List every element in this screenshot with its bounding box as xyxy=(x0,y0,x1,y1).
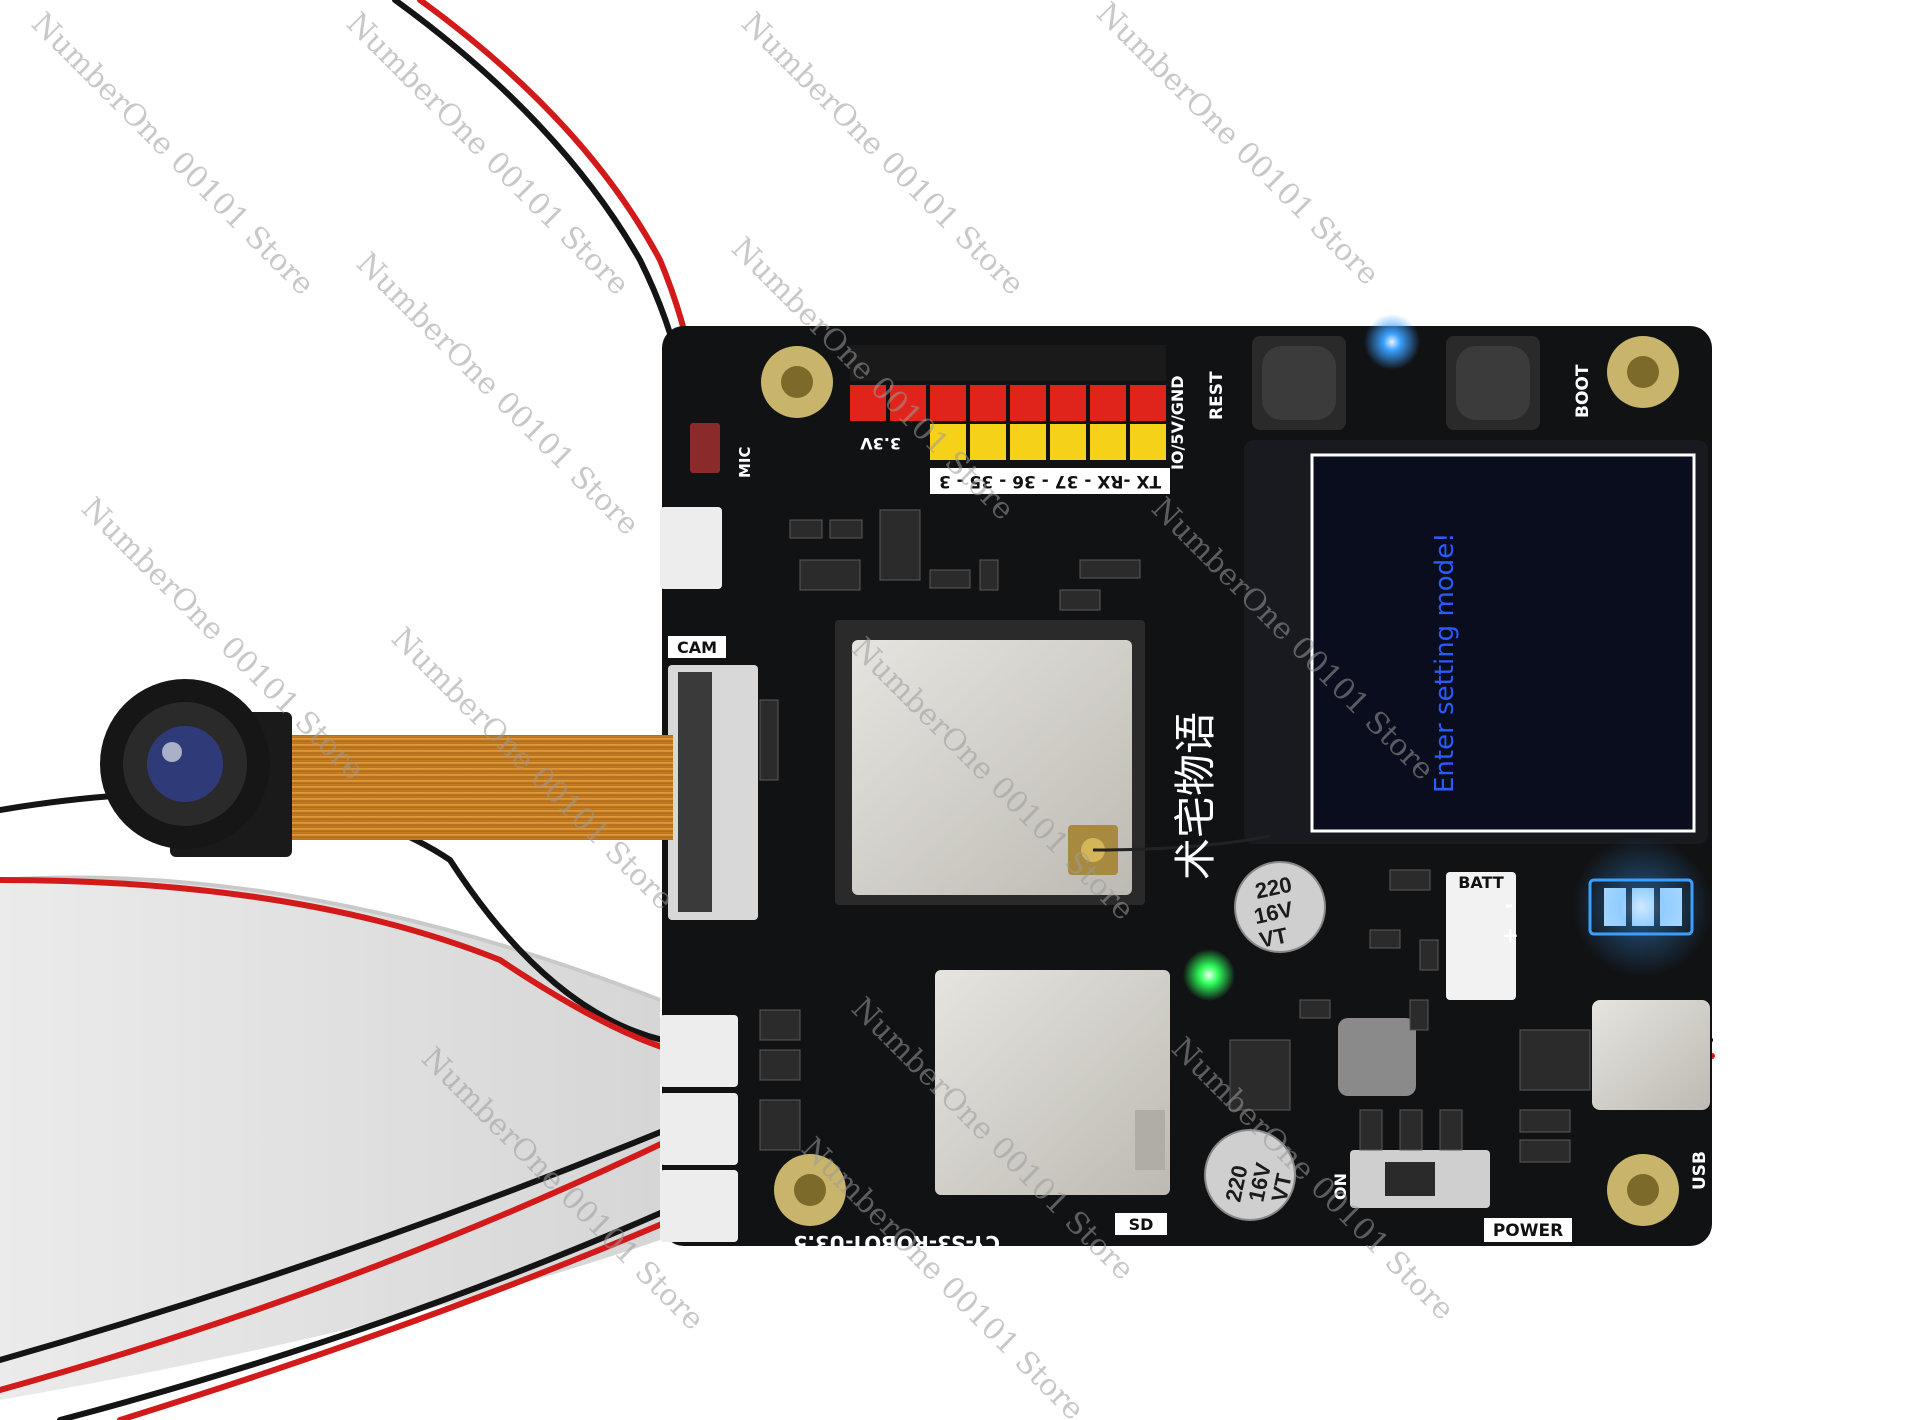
smd-part xyxy=(829,519,863,539)
header-pin-yellow xyxy=(1010,424,1046,460)
battery-indicator xyxy=(1572,837,1712,977)
smd-part xyxy=(1229,1039,1291,1111)
label-cam: CAM xyxy=(677,638,717,657)
label-batt: BATT xyxy=(1458,873,1504,892)
microphone xyxy=(690,423,720,473)
smd-part xyxy=(879,509,921,581)
header-pin-yellow xyxy=(1050,424,1086,460)
label-3v3: 3.3V xyxy=(860,434,901,453)
header-pin-red xyxy=(930,385,966,421)
pin-label-plate xyxy=(930,468,1170,494)
camera-flex-cable xyxy=(288,735,673,840)
smd-part xyxy=(1059,589,1101,611)
svg-text:VT: VT xyxy=(1257,922,1290,952)
smd-components xyxy=(759,509,1591,1163)
smd-part xyxy=(1359,1109,1383,1151)
lcd-message: Enter setting mode! xyxy=(1430,532,1460,793)
label-pins: TX -RX - 37 - 36 - 35 - 3 xyxy=(939,471,1161,491)
inductor xyxy=(1338,1018,1416,1096)
smd-part xyxy=(1439,1109,1463,1151)
header-pin-red xyxy=(890,385,926,421)
capacitor-top: 220 16V VT xyxy=(1234,861,1326,953)
header-pin-red xyxy=(1050,385,1086,421)
smd-part xyxy=(759,1049,801,1081)
label-mic: MIC xyxy=(736,446,754,478)
label-usb: USB xyxy=(1690,1151,1710,1190)
smd-part xyxy=(759,699,779,781)
lcd-display: Enter setting mode! xyxy=(1244,440,1708,844)
smd-part xyxy=(1079,559,1141,579)
svg-text:-: - xyxy=(1505,893,1513,917)
antenna-cable xyxy=(1092,834,1271,852)
smd-part xyxy=(799,559,861,591)
speaker-film xyxy=(0,877,660,1400)
camera-module xyxy=(100,679,292,857)
pin-header-top xyxy=(850,345,1166,381)
speaker-connectors xyxy=(660,507,738,1242)
boot-button xyxy=(1446,336,1540,430)
smd-part xyxy=(1369,929,1401,949)
pin-header-yellow xyxy=(930,424,1166,460)
smd-part xyxy=(1389,869,1431,891)
brand-chinese: 术宅物语 xyxy=(1171,712,1220,880)
sd-card-slot xyxy=(935,970,1170,1195)
header-pin-red xyxy=(1010,385,1046,421)
watermark-text: NumberOne 00101 Store xyxy=(24,6,320,302)
smd-part xyxy=(1419,939,1439,971)
battery-connector: BATT - + xyxy=(1446,872,1519,1000)
header-pin-yellow xyxy=(1130,424,1166,460)
header-pin-red xyxy=(1090,385,1126,421)
header-pin-yellow xyxy=(970,424,1006,460)
smd-part xyxy=(1399,1109,1423,1151)
svg-text:BATT: BATT xyxy=(1458,873,1504,892)
label-power: POWER xyxy=(1493,1221,1563,1241)
svg-text:+: + xyxy=(1502,923,1519,947)
label-rest: REST xyxy=(1207,371,1227,420)
smd-part xyxy=(789,519,823,539)
smd-part xyxy=(1409,999,1429,1031)
capacitor-bottom: 220 16V VT xyxy=(1204,1129,1297,1221)
usb-port xyxy=(1592,1000,1710,1110)
smd-part xyxy=(1519,1109,1571,1133)
smd-part xyxy=(979,559,999,591)
pin-header-red xyxy=(850,385,1166,421)
watermark-text: NumberOne 00101 Store xyxy=(734,6,1030,302)
esp32-module xyxy=(835,620,1145,905)
board-model: CY-S3-ROBOT-U3.5 xyxy=(794,1231,1000,1255)
reset-button xyxy=(1252,336,1346,430)
smd-part xyxy=(759,1099,801,1151)
label-sd: SD xyxy=(1129,1215,1154,1234)
smd-part xyxy=(759,1009,801,1041)
label-io-5v-gnd: IO/5V/GND xyxy=(1168,375,1187,470)
header-pin-red xyxy=(850,385,886,421)
smd-part xyxy=(1299,999,1331,1019)
smd-part xyxy=(929,569,971,589)
smd-part xyxy=(1519,1029,1591,1091)
label-on: ON xyxy=(1331,1173,1350,1200)
mount-holes xyxy=(761,336,1679,1226)
header-pin-yellow xyxy=(1090,424,1126,460)
header-pin-red xyxy=(1130,385,1166,421)
svg-text:VT: VT xyxy=(1266,1171,1296,1204)
led-green xyxy=(1183,949,1235,1001)
power-switch xyxy=(1350,1150,1490,1208)
header-pin-yellow xyxy=(930,424,966,460)
led-blue-top xyxy=(1364,314,1420,370)
label-boot: BOOT xyxy=(1573,364,1593,418)
watermark-text: NumberOne 00101 Store xyxy=(1089,0,1385,292)
smd-part xyxy=(1519,1139,1571,1163)
header-pin-red xyxy=(970,385,1006,421)
